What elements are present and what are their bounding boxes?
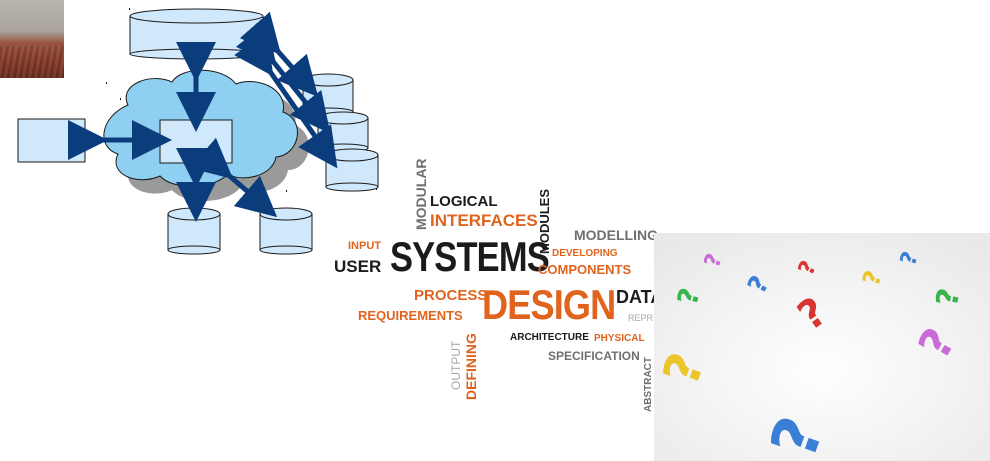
word-user: USER — [334, 257, 382, 276]
word-design: DESIGN — [482, 281, 616, 328]
word-modelling: MODELLING — [574, 227, 658, 243]
word-logical: LOGICAL — [430, 193, 498, 210]
word-input: INPUT — [348, 240, 381, 252]
central-box — [159, 119, 233, 164]
word-process: PROCESS — [414, 287, 488, 304]
left-box — [17, 118, 86, 163]
word-cloud: MODULAR LOGICAL INTERFACES MODULES MODEL… — [330, 140, 664, 420]
word-architecture: ARCHITECTURE — [510, 332, 589, 343]
svg-text:?: ? — [930, 286, 967, 309]
word-developing: DEVELOPING — [552, 248, 618, 259]
word-repr: REPR — [628, 313, 654, 323]
word-interfaces: INTERFACES — [430, 211, 538, 230]
question-marks-icon: ? ? ? ? ? ? ? ? ? ? ? — [654, 233, 990, 461]
forearm-photo-icon — [0, 0, 64, 78]
cloud-database-architecture-icon — [17, 8, 379, 255]
word-specification: SPECIFICATION — [548, 349, 640, 363]
bottom-database-1 — [167, 207, 221, 255]
word-defining: DEFINING — [463, 333, 479, 400]
word-physical: PHYSICAL — [594, 333, 645, 344]
right-database-3 — [325, 148, 379, 192]
top-database — [129, 8, 264, 60]
word-abstract: ABSTRACT — [643, 357, 654, 412]
word-requirements: REQUIREMENTS — [358, 308, 463, 323]
word-modular: MODULAR — [413, 158, 429, 230]
word-data: DATA — [616, 287, 664, 307]
connection-arrows — [68, 11, 338, 222]
bottom-database-2 — [259, 207, 313, 255]
word-systems: SYSTEMS — [390, 233, 550, 280]
word-output: OUTPUT — [449, 340, 463, 390]
word-components: COMPONENTS — [538, 262, 632, 277]
